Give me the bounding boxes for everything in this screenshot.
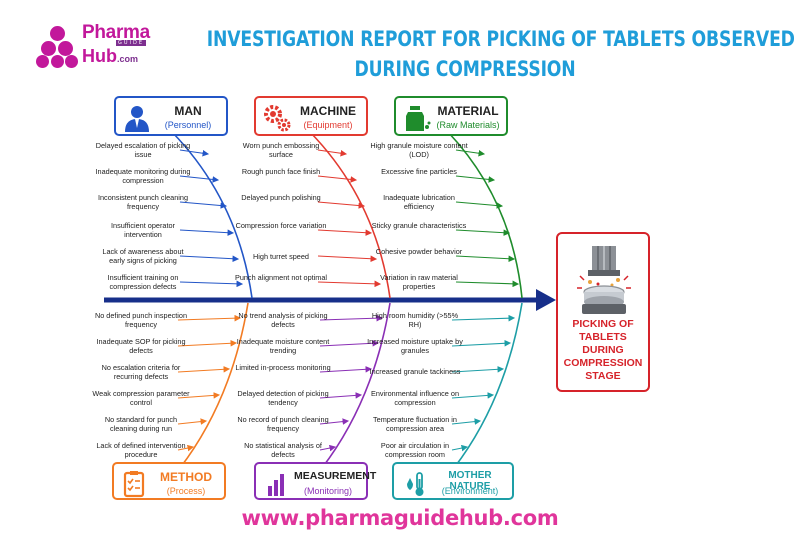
brand-name-top: Pharma xyxy=(82,22,150,43)
material-cause-6: Variation in raw material properties xyxy=(380,273,458,291)
method-cause-2: Inadequate SOP for picking defects xyxy=(96,337,186,355)
machine-cause-1: Worn punch embossing surface xyxy=(242,141,320,159)
method-bone xyxy=(179,302,249,469)
measurement-bone xyxy=(321,302,391,469)
man-cause-1: Delayed escalation of picking issue xyxy=(95,141,191,159)
tablet-punch-icon xyxy=(577,246,631,314)
nature-title: MOTHER NATURE xyxy=(448,470,492,492)
man-subtitle: (Personnel) xyxy=(164,120,212,130)
material-cause-1: High granule moisture content (LOD) xyxy=(370,141,468,159)
man-cause-4: Insufficient operator intervention xyxy=(111,221,175,239)
method-cause-3: No escalation criteria for recurring def… xyxy=(101,363,181,381)
man-cause-6: Insufficient training on compression def… xyxy=(107,273,179,291)
measurement-cause-1: No trend analysis of picking defects xyxy=(238,311,328,329)
nature-cause-2: Increased moisture uptake by granules xyxy=(367,337,463,355)
machine-cause-6: Punch alignment not optimal xyxy=(234,273,328,282)
machine-subtitle: (Equipment) xyxy=(303,120,353,130)
nature-cause-3: Increased granule tackiness xyxy=(369,367,461,376)
measurement-title: MEASUREMENT xyxy=(294,470,377,482)
brand-name-tag: GUIDE xyxy=(116,40,147,46)
man-cause-2: Inadequate monitoring during compression xyxy=(95,167,191,185)
nature-subtitle: (Environment) xyxy=(441,486,499,496)
method-cause-6: Lack of defined intervention procedure xyxy=(96,441,186,459)
person-icon xyxy=(125,106,149,132)
method-category-box: METHOD (Process) xyxy=(112,462,226,500)
measurement-cause-4: Delayed detection of picking tendency xyxy=(237,389,329,407)
man-title: MAN xyxy=(174,104,202,118)
measurement-cause-3: Limited in-process monitoring xyxy=(235,363,331,372)
gears-icon xyxy=(264,105,291,132)
nature-bone xyxy=(453,302,523,469)
title-line-2: DURING COMPRESSION xyxy=(354,57,576,81)
nature-cause-6: Poor air circulation in compression room xyxy=(380,441,450,459)
material-cause-5: Cohesive powder behavior xyxy=(375,247,463,256)
brand-name-bottom: Hub.com xyxy=(82,46,139,66)
title-line-1: INVESTIGATION REPORT FOR PICKING OF TABL… xyxy=(206,27,795,51)
man-category-box: MAN (Personnel) xyxy=(114,96,228,136)
material-subtitle: (Raw Materials) xyxy=(436,120,500,130)
measurement-subtitle: (Monitoring) xyxy=(303,486,352,496)
spine-arrowhead xyxy=(536,289,556,311)
measurement-cause-6: No statistical analysis of defects xyxy=(244,441,322,459)
footer-url[interactable]: www.pharmaguidehub.com xyxy=(241,506,559,530)
method-cause-1: No defined punch inspection frequency xyxy=(94,311,188,329)
machine-cause-2: Rough punch face finish xyxy=(241,167,321,176)
nature-cause-5: Temperature fluctuation in compression a… xyxy=(373,415,457,433)
material-cause-4: Sticky granule characteristics xyxy=(371,221,467,230)
machine-cause-3: Delayed punch polishing xyxy=(241,193,321,202)
machine-cause-4: Compression force variation xyxy=(235,221,327,230)
method-cause-5: No standard for punch cleaning during ru… xyxy=(104,415,178,433)
effect-label: PICKING OF TABLETS DURING COMPRESSION ST… xyxy=(563,318,643,382)
material-category-box: MATERIAL (Raw Materials) xyxy=(394,96,508,136)
machine-category-box: MACHINE (Equipment) xyxy=(254,96,368,136)
man-cause-3: Inconsistent punch cleaning frequency xyxy=(97,193,189,211)
material-cause-2: Excessive fine particles xyxy=(381,167,457,176)
thermometer-icon xyxy=(407,472,424,496)
material-title: MATERIAL xyxy=(437,104,499,118)
method-cause-4: Weak compression parameter control xyxy=(92,389,190,407)
measurement-category-box: MEASUREMENT (Monitoring) xyxy=(254,462,377,500)
nature-category-box: MOTHER NATURE (Environment) xyxy=(392,462,514,500)
measurement-cause-5: No record of punch cleaning frequency xyxy=(237,415,329,433)
checklist-icon xyxy=(123,471,145,498)
machine-title: MACHINE xyxy=(300,104,356,118)
brand-logo: Pharma GUIDE Hub.com xyxy=(36,22,156,70)
bar-chart-icon xyxy=(268,474,284,496)
machine-cause-5: High turret speed xyxy=(253,252,309,261)
effect-box: PICKING OF TABLETS DURING COMPRESSION ST… xyxy=(556,232,650,392)
page-title: INVESTIGATION REPORT FOR PICKING OF TABL… xyxy=(206,24,795,84)
method-subtitle: (Process) xyxy=(166,486,206,496)
man-cause-5: Lack of awareness about early signs of p… xyxy=(102,247,184,265)
method-title: METHOD xyxy=(160,470,212,484)
logo-dots-icon xyxy=(36,26,80,70)
measurement-cause-2: Inadequate moisture content trending xyxy=(236,337,330,355)
nature-cause-1: High room humidity (>55% RH) xyxy=(371,311,459,329)
container-icon xyxy=(406,106,431,131)
material-cause-3: Inadequate lubrication efficiency xyxy=(383,193,455,211)
nature-cause-4: Environmental influence on compression xyxy=(370,389,460,407)
